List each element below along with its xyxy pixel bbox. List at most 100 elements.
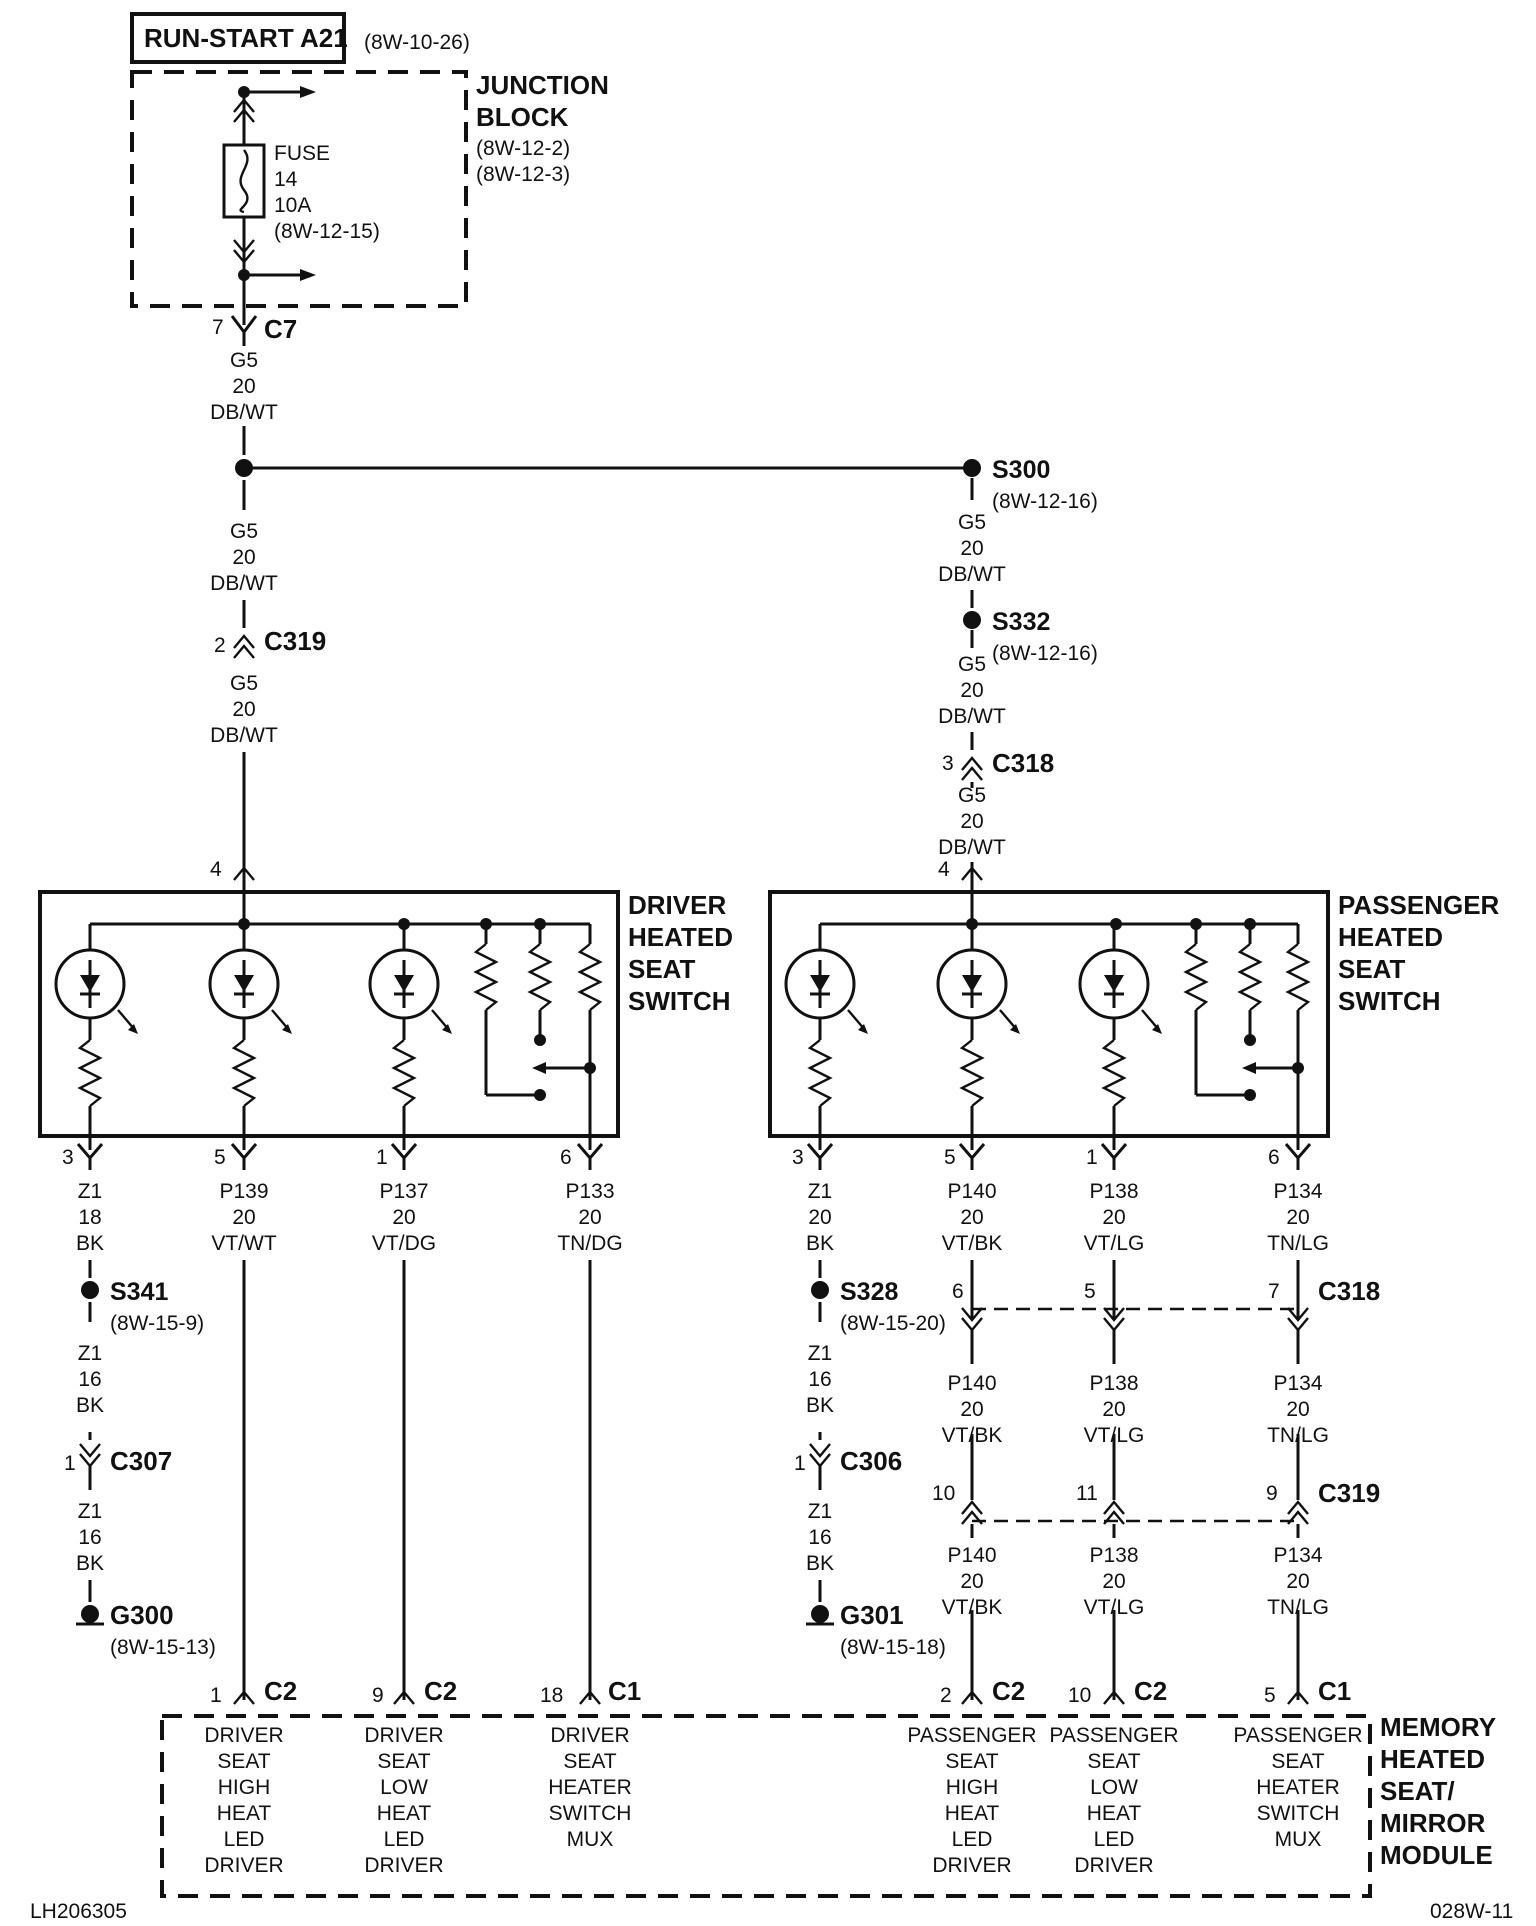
g300-ref: (8W-15-13) [110, 1636, 216, 1659]
driver-p137-color: VT/DG [372, 1232, 436, 1255]
low-p134-code: P134 [1273, 1544, 1322, 1567]
mod-lbl-2-5: LED [384, 1828, 425, 1851]
fuse-number: 14 [274, 168, 298, 191]
c318-top-name: C318 [992, 748, 1054, 778]
mod-pin-1: 1 [210, 1684, 222, 1707]
mod-lbl-1-1: DRIVER [204, 1724, 283, 1747]
mod-lbl-4-4: HEAT [945, 1802, 1000, 1825]
passenger-mid-connectors [961, 1260, 1309, 1700]
c319-mid-pin-a: 10 [932, 1482, 955, 1505]
passenger-out-pin-z1: 3 [792, 1146, 804, 1169]
passenger-z1b-color: BK [806, 1394, 834, 1417]
passenger-z1b-code: Z1 [808, 1342, 833, 1365]
passenger-p140-color: VT/BK [942, 1232, 1003, 1255]
module-name5: MODULE [1380, 1840, 1493, 1870]
passenger-switch-box [768, 890, 1330, 1138]
wire-g5-e-code: G5 [958, 653, 986, 676]
driver-out-pin-p139: 5 [214, 1146, 226, 1169]
mod-conn-2: C2 [424, 1676, 457, 1706]
wire-g5-d-code: G5 [958, 511, 986, 534]
passenger-z1b-gauge: 16 [808, 1368, 831, 1391]
passenger-switch-internals [784, 870, 1311, 1150]
passenger-p134-color: TN/LG [1267, 1232, 1329, 1255]
footer-left-code: LH206305 [30, 1900, 127, 1923]
mod-lbl-5-6: DRIVER [1074, 1854, 1153, 1877]
driver-p133-code: P133 [565, 1180, 614, 1203]
mid-p134-code: P134 [1273, 1372, 1322, 1395]
c318-top-pin: 3 [942, 752, 954, 775]
s341-name: S341 [110, 1278, 168, 1306]
passenger-p138-gauge: 20 [1102, 1206, 1125, 1229]
mod-lbl-6-5: MUX [1275, 1828, 1322, 1851]
s300-name: S300 [992, 456, 1050, 484]
mod-lbl-6-3: HEATER [1256, 1776, 1340, 1799]
c318-mid-pin-b: 5 [1084, 1280, 1096, 1303]
mod-lbl-3-1: DRIVER [550, 1724, 629, 1747]
s332-name: S332 [992, 608, 1050, 636]
driver-output-connectors [76, 1143, 604, 1170]
low-p134-gauge: 20 [1286, 1570, 1309, 1593]
mod-pin-3: 18 [540, 1684, 563, 1707]
wire-g5-b-color: DB/WT [210, 572, 278, 595]
c319-mid-pin-b: 11 [1076, 1482, 1098, 1505]
mod-lbl-3-4: SWITCH [549, 1802, 632, 1825]
mod-lbl-2-6: DRIVER [364, 1854, 443, 1877]
module-outline [160, 1714, 1372, 1898]
passenger-z1-color: BK [806, 1232, 834, 1255]
run-start-title: RUN-START A21 [144, 23, 348, 53]
mod-conn-4: C2 [992, 1676, 1025, 1706]
mod-lbl-5-1: PASSENGER [1049, 1724, 1178, 1747]
wire-g5-f-code: G5 [958, 784, 986, 807]
wire-g5-f-gauge: 20 [960, 810, 983, 833]
junction-block-name2: BLOCK [476, 102, 569, 132]
wire-g5-e-gauge: 20 [960, 679, 983, 702]
passenger-out-pin-p140: 5 [944, 1146, 956, 1169]
mid-p138-code: P138 [1089, 1372, 1138, 1395]
driver-ground-chain [76, 1260, 104, 1626]
junction-block-outline [130, 70, 468, 308]
mod-lbl-5-5: LED [1094, 1828, 1135, 1851]
driver-z1c-color: BK [76, 1552, 104, 1575]
g301-name: G301 [840, 1600, 904, 1630]
low-p140-code: P140 [947, 1544, 996, 1567]
mod-lbl-6-1: PASSENGER [1233, 1724, 1362, 1747]
passenger-output-connectors [806, 1143, 1312, 1170]
wire-g5-d-color: DB/WT [938, 563, 1006, 586]
low-p138-code: P138 [1089, 1544, 1138, 1567]
passenger-p140-gauge: 20 [960, 1206, 983, 1229]
run-start-box [130, 12, 346, 64]
mod-conn-6: C1 [1318, 1676, 1351, 1706]
mod-lbl-3-5: MUX [567, 1828, 614, 1851]
c318-top-connector [961, 756, 983, 781]
driver-z1b-color: BK [76, 1394, 104, 1417]
mod-lbl-2-1: DRIVER [364, 1724, 443, 1747]
driver-z1-gauge: 18 [78, 1206, 101, 1229]
module-name2: HEATED [1380, 1744, 1485, 1774]
low-p140-color: VT/BK [942, 1596, 1003, 1619]
fuse-rating: 10A [274, 194, 311, 217]
passenger-z1c-gauge: 16 [808, 1526, 831, 1549]
mid-p134-color: TN/LG [1267, 1424, 1329, 1447]
mod-lbl-1-4: HEAT [217, 1802, 272, 1825]
passenger-z1c-color: BK [806, 1552, 834, 1575]
passenger-p138-color: VT/LG [1084, 1232, 1145, 1255]
mod-pin-6: 5 [1264, 1684, 1276, 1707]
mod-lbl-6-2: SEAT [1271, 1750, 1324, 1773]
mod-lbl-3-2: SEAT [563, 1750, 616, 1773]
driver-switch-name4: SWITCH [628, 986, 731, 1016]
c307-pin: 1 [64, 1452, 76, 1475]
c318-mid-pin-c: 7 [1268, 1280, 1280, 1303]
wire-g5-b-code: G5 [230, 520, 258, 543]
c318-mid-name: C318 [1318, 1276, 1380, 1306]
passenger-switch-name2: HEATED [1338, 922, 1443, 952]
driver-z1b-gauge: 16 [78, 1368, 101, 1391]
mod-conn-5: C2 [1134, 1676, 1167, 1706]
mod-lbl-4-6: DRIVER [932, 1854, 1011, 1877]
mod-lbl-6-4: SWITCH [1257, 1802, 1340, 1825]
junction-block-ref1: (8W-12-2) [476, 137, 570, 160]
driver-pin4: 4 [210, 858, 222, 881]
mod-lbl-4-3: HIGH [946, 1776, 999, 1799]
wire-g5-a-gauge: 20 [232, 375, 255, 398]
driver-switch-box [38, 890, 620, 1138]
